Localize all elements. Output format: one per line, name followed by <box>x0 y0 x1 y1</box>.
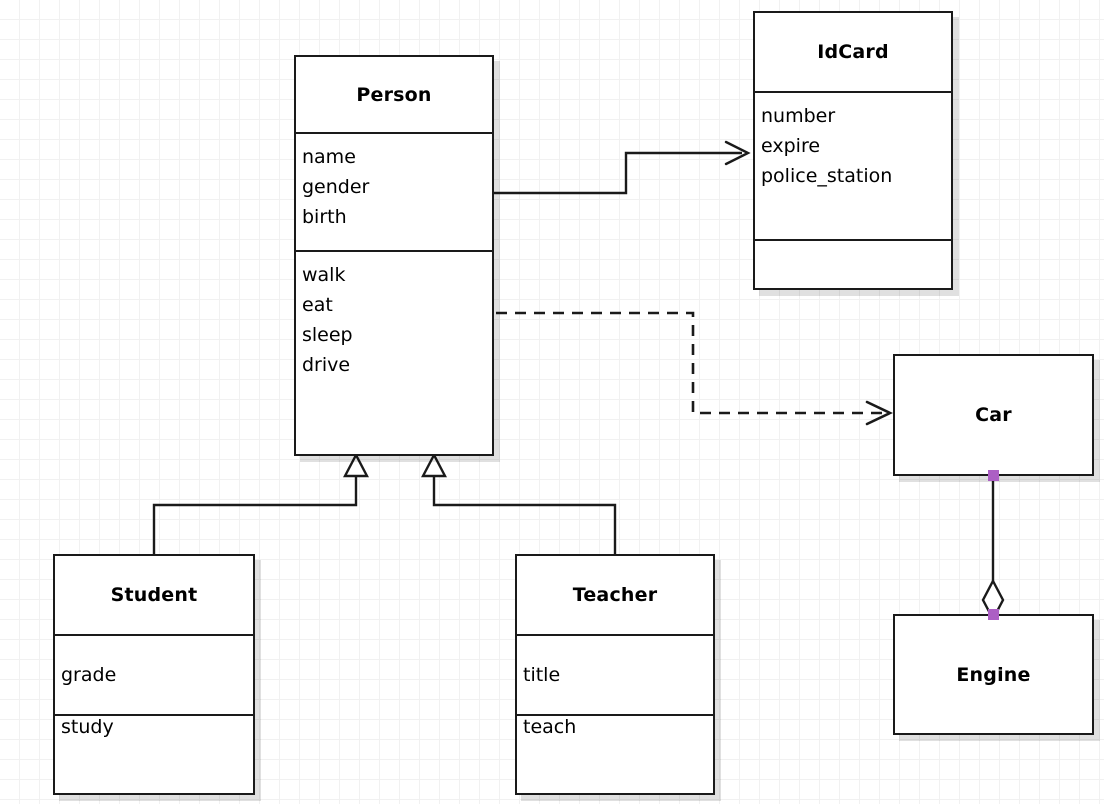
attribute-item: birth <box>302 206 347 228</box>
class-attributes-person: name gender birth <box>296 132 492 250</box>
class-title-idcard: IdCard <box>817 41 889 63</box>
class-methods-idcard <box>755 239 951 241</box>
class-box-idcard[interactable]: IdCard number expire police_station <box>753 11 953 290</box>
edge-endpoint-handle-car[interactable] <box>988 470 999 481</box>
class-attributes-student: grade <box>55 634 253 714</box>
class-attributes-idcard: number expire police_station <box>755 91 951 239</box>
attribute-item: name <box>302 146 356 168</box>
edge-teacher-person[interactable] <box>421 452 617 554</box>
class-methods-teacher: teach <box>517 714 713 738</box>
class-title-engine: Engine <box>956 663 1031 686</box>
class-box-engine[interactable]: Engine <box>893 614 1094 735</box>
edge-person-idcard[interactable] <box>494 140 751 195</box>
class-title-car: Car <box>975 404 1012 426</box>
class-box-person[interactable]: Person name gender birth walk eat sleep … <box>294 55 494 456</box>
class-title-student: Student <box>110 584 198 606</box>
method-item: drive <box>302 354 351 376</box>
attribute-item: title <box>523 664 561 686</box>
class-methods-person: walk eat sleep drive <box>296 250 492 380</box>
attribute-item: police_station <box>761 165 893 187</box>
class-methods-student: study <box>55 714 253 738</box>
edge-endpoint-handle-engine[interactable] <box>988 609 999 620</box>
method-item: teach <box>523 716 577 738</box>
class-box-teacher[interactable]: Teacher title teach <box>515 554 715 795</box>
class-attributes-teacher: title <box>517 634 713 714</box>
method-item: walk <box>302 264 346 286</box>
attribute-item: grade <box>61 664 117 686</box>
attribute-item: gender <box>302 176 370 198</box>
attribute-item: number <box>761 105 836 127</box>
method-item: sleep <box>302 324 353 346</box>
edge-car-engine[interactable] <box>981 477 1005 622</box>
class-title-teacher: Teacher <box>572 584 658 606</box>
class-title-person: Person <box>356 83 432 106</box>
edge-person-car[interactable] <box>496 311 894 426</box>
class-box-car[interactable]: Car <box>893 354 1094 476</box>
class-box-student[interactable]: Student grade study <box>53 554 255 795</box>
edge-student-person[interactable] <box>152 452 369 554</box>
method-item: eat <box>302 294 333 316</box>
attribute-item: expire <box>761 135 821 157</box>
method-item: study <box>61 716 114 738</box>
